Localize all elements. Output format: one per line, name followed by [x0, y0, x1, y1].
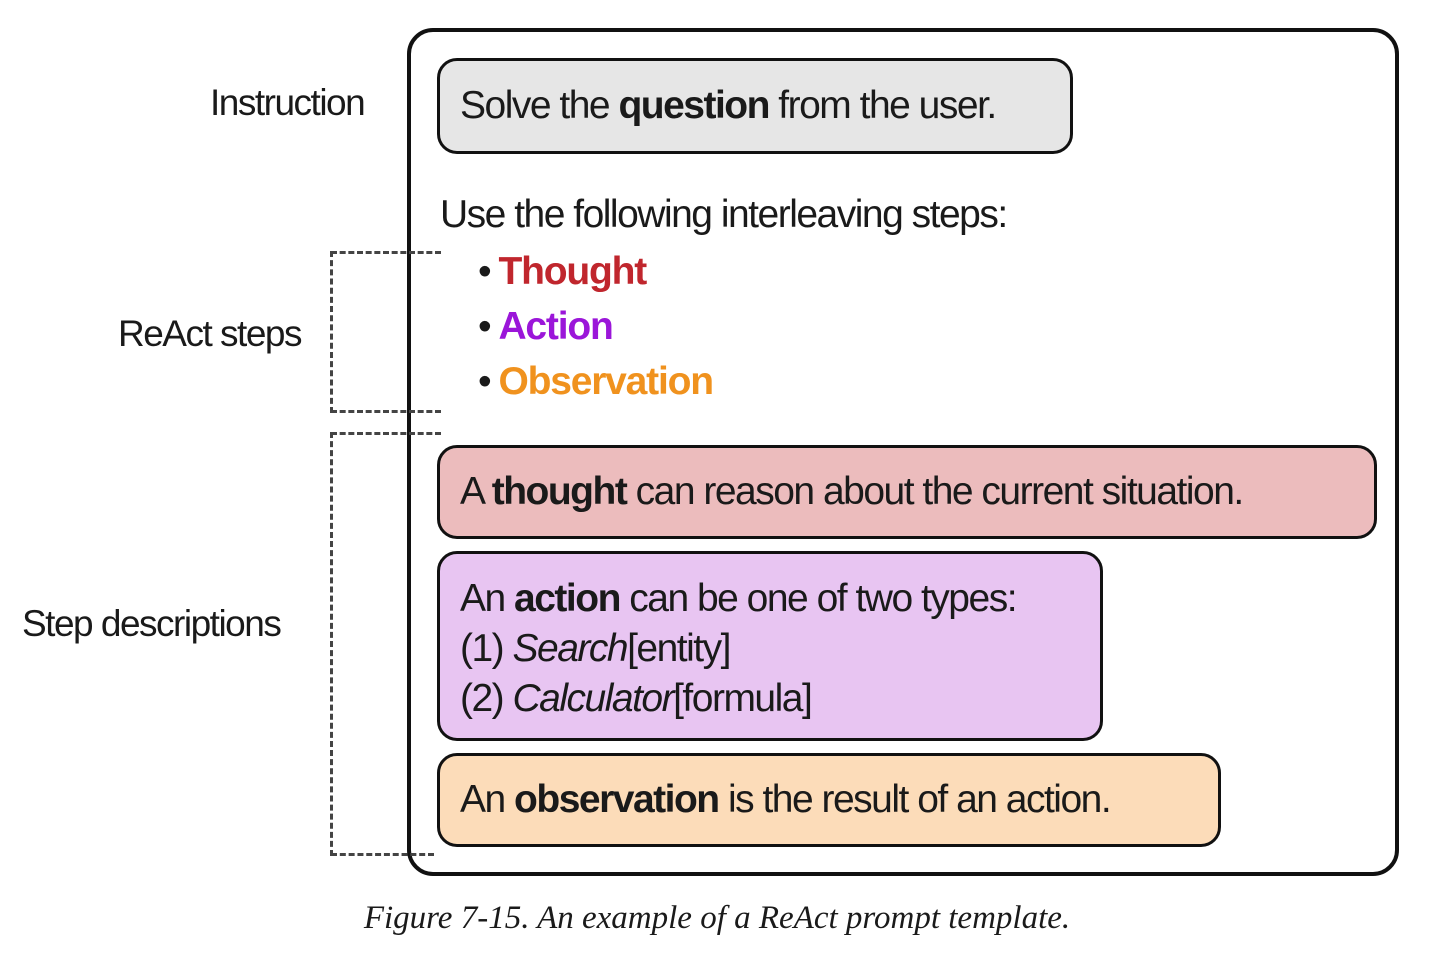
observation-description-box: An observation is the result of an actio…	[437, 753, 1221, 847]
instruction-box: Solve the question from the user.	[437, 58, 1073, 154]
step-descriptions-bracket-side	[330, 432, 333, 856]
step-action-label: Action	[498, 305, 613, 348]
react-steps-bracket-side	[330, 251, 333, 413]
thought-description-box: A thought can reason about the current s…	[437, 445, 1377, 539]
label-step-descriptions: Step descriptions	[22, 603, 282, 644]
thought-text-post: can reason about the current situation.	[635, 470, 1245, 513]
react-steps-bracket-top	[331, 251, 441, 254]
step-observation: •Observation	[478, 360, 714, 404]
step-descriptions-bracket-top	[331, 432, 441, 435]
action-line-3: (2) Calculator[formula]	[460, 674, 1100, 724]
step-observation-label: Observation	[498, 360, 714, 403]
action-line-1: An action can be one of two types:	[460, 574, 1100, 624]
step-thought-label: Thought	[498, 250, 647, 293]
thought-text-bold: thought	[491, 470, 628, 513]
instruction-text-post: from the user.	[778, 84, 997, 127]
action-line-2: (1) Search[entity]	[460, 624, 1100, 674]
action-type-2-arg: [formula]	[673, 677, 813, 720]
figure-caption: Figure 7-15. An example of a ReAct promp…	[363, 900, 1071, 936]
react-steps-bracket-bottom	[331, 410, 441, 413]
action-text-bold: action	[514, 577, 621, 620]
action-text-pre: An	[460, 577, 506, 620]
instruction-text-bold: question	[618, 84, 770, 127]
step-action: •Action	[478, 305, 614, 349]
action-type-1-prefix: (1)	[460, 627, 505, 670]
label-react-steps: ReAct steps	[118, 313, 302, 354]
action-type-1-name: Search	[512, 627, 629, 670]
action-type-1-arg: [entity]	[627, 627, 731, 670]
steps-intro: Use the following interleaving steps:	[440, 193, 1008, 236]
instruction-text-pre: Solve the	[460, 84, 611, 127]
action-text-post: can be one of two types:	[629, 577, 1017, 620]
observation-text-pre: An	[460, 778, 506, 821]
step-descriptions-bracket-bottom	[331, 853, 434, 856]
bullet-dot: •	[478, 360, 492, 403]
thought-text-pre: A	[460, 470, 484, 513]
bullet-dot: •	[478, 250, 492, 293]
action-type-2-prefix: (2)	[460, 677, 505, 720]
action-type-2-name: Calculator	[512, 677, 675, 720]
label-instruction: Instruction	[210, 82, 366, 123]
bullet-dot: •	[478, 305, 492, 348]
action-description-box: An action can be one of two types: (1) S…	[437, 551, 1103, 741]
observation-text-bold: observation	[514, 778, 720, 821]
step-thought: •Thought	[478, 250, 647, 294]
observation-text-post: is the result of an action.	[727, 778, 1112, 821]
